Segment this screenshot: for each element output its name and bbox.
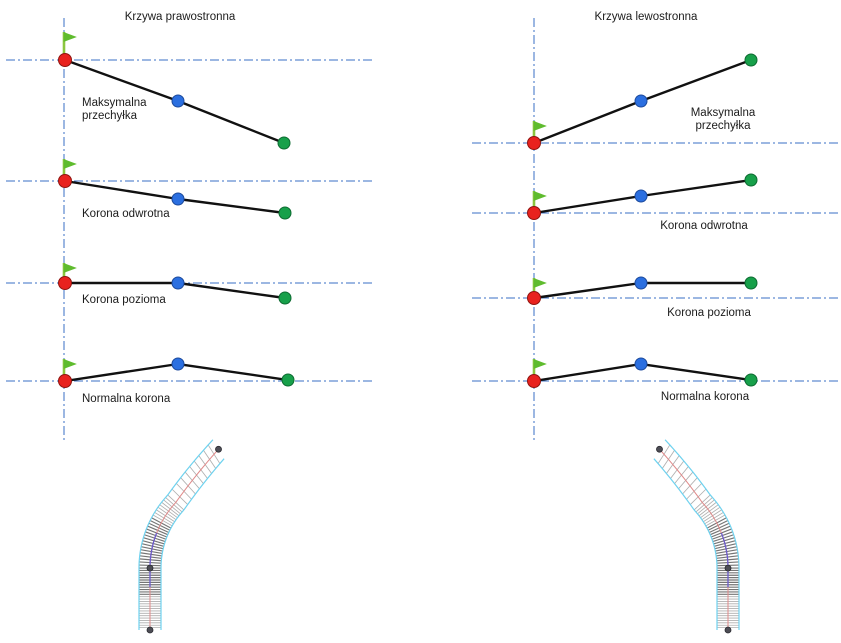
stage-label: Normalna korona — [661, 391, 750, 403]
profile-point-middle[interactable] — [171, 276, 185, 290]
flag-banner-icon — [533, 121, 547, 131]
stage-label-line: Maksymalna — [691, 107, 756, 119]
stage-label: Korona odwrotna — [82, 208, 170, 220]
profile-point-start[interactable] — [527, 136, 541, 150]
flag-banner-icon — [63, 263, 77, 273]
panel-title: Krzywa prawostronna — [125, 11, 236, 23]
profile-point-start[interactable] — [58, 374, 72, 388]
track-node-marker[interactable] — [656, 445, 663, 453]
profile-point-start[interactable] — [58, 174, 72, 188]
flag-banner-icon — [533, 278, 547, 288]
profile-point-middle[interactable] — [634, 189, 648, 203]
stage-label-line: Korona pozioma — [82, 294, 166, 306]
track-node-marker[interactable] — [215, 445, 222, 453]
track-transition-accent — [720, 532, 729, 588]
profile-point-end[interactable] — [744, 373, 758, 387]
track-node-marker[interactable] — [724, 626, 732, 634]
track-node-marker[interactable] — [146, 626, 154, 634]
flag-banner-icon — [533, 359, 547, 369]
stage-label-line: Normalna korona — [82, 393, 171, 405]
stage-label-line: przechyłka — [82, 110, 138, 122]
stage-label-line: Korona pozioma — [667, 307, 751, 319]
cant-stage-normal-crown: Normalna korona — [472, 357, 838, 403]
track-rail-left — [664, 439, 740, 630]
cant-stage-level-crown: Korona pozioma — [472, 276, 838, 319]
cant-stage-reverse-crown: Korona odwrotna — [472, 173, 838, 232]
stage-label: Korona odwrotna — [660, 220, 748, 232]
profile-point-start[interactable] — [527, 206, 541, 220]
stage-label-line: Korona odwrotna — [82, 208, 170, 220]
flag-banner-icon — [63, 359, 77, 369]
stage-label-line: Maksymalna — [82, 97, 147, 109]
profile-point-start[interactable] — [527, 374, 541, 388]
profile-point-end[interactable] — [744, 53, 758, 67]
track-rail-right — [160, 458, 225, 630]
profile-point-middle[interactable] — [634, 276, 648, 290]
profile-point-start[interactable] — [58, 276, 72, 290]
track-plan-right-hand-track-plan — [138, 439, 225, 634]
stage-label: Korona pozioma — [667, 307, 751, 319]
profile-point-start[interactable] — [527, 291, 541, 305]
profile-point-middle[interactable] — [171, 94, 185, 108]
profile-point-middle[interactable] — [634, 94, 648, 108]
profile-point-middle[interactable] — [171, 357, 185, 371]
track-node-marker[interactable] — [724, 564, 732, 572]
stage-label-line: przechyłka — [696, 120, 752, 132]
profile-point-end[interactable] — [281, 373, 295, 387]
flag-banner-icon — [63, 32, 77, 42]
profile-point-end[interactable] — [277, 136, 291, 150]
profile-point-middle[interactable] — [171, 192, 185, 206]
stage-label: Normalna korona — [82, 393, 171, 405]
stage-label-line: Korona odwrotna — [660, 220, 748, 232]
profile-point-end[interactable] — [278, 291, 292, 305]
flag-banner-icon — [63, 159, 77, 169]
profile-point-end[interactable] — [278, 206, 292, 220]
track-rail-right — [653, 458, 718, 630]
cant-stage-reverse-crown: Korona odwrotna — [6, 159, 372, 220]
track-plan-left-hand-track-plan — [653, 439, 740, 634]
flag-banner-icon — [533, 191, 547, 201]
stage-label: Korona pozioma — [82, 294, 166, 306]
panel-right-hand-curve: Krzywa prawostronna — [63, 11, 236, 440]
profile-point-end[interactable] — [744, 173, 758, 187]
track-transition-accent — [149, 532, 158, 588]
panel-left-hand-curve: Krzywa lewostronna — [533, 11, 699, 440]
profile-point-start[interactable] — [58, 53, 72, 67]
panel-title: Krzywa lewostronna — [595, 11, 699, 23]
cant-stage-normal-crown: Normalna korona — [6, 357, 372, 405]
track-node-marker[interactable] — [146, 564, 154, 572]
track-rail-left — [138, 439, 214, 630]
profile-point-middle[interactable] — [634, 357, 648, 371]
stage-label-line: Normalna korona — [661, 391, 750, 403]
cant-stage-level-crown: Korona pozioma — [6, 263, 372, 306]
profile-point-end[interactable] — [744, 276, 758, 290]
